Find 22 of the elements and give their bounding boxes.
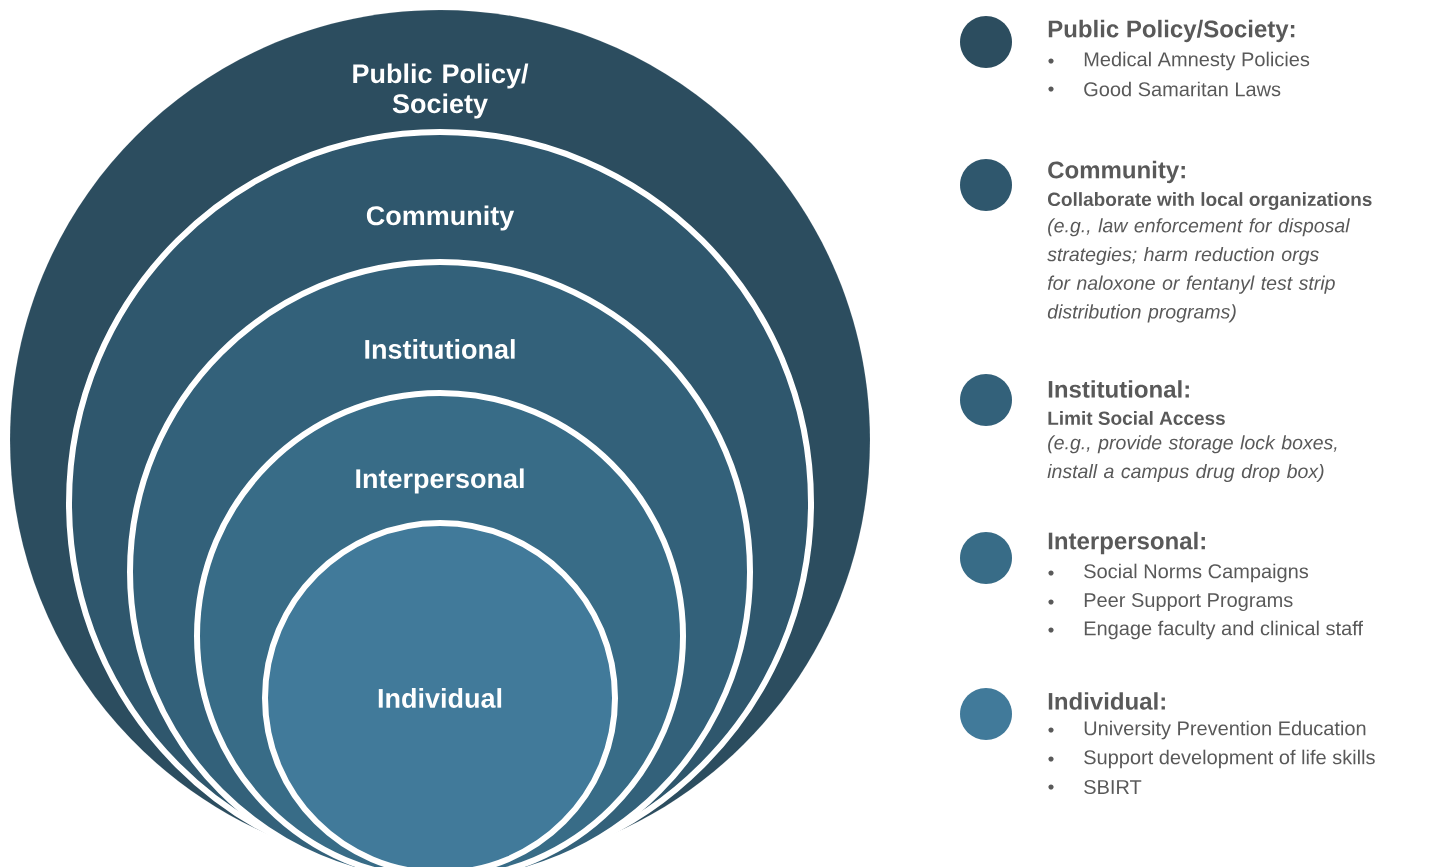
ring-label: Individual bbox=[378, 688, 502, 708]
heading: Public Policy/Society: bbox=[1048, 19, 1295, 43]
ring-label: Public Policy/ Society bbox=[353, 63, 529, 119]
list-item: Social Norms Campaigns bbox=[1048, 563, 1309, 583]
list-item: Support development of life skills bbox=[1048, 749, 1375, 769]
heading: Community: bbox=[1048, 160, 1185, 184]
list-item: Medical Amnesty Policies bbox=[1048, 51, 1310, 71]
list-item: SBIRT bbox=[1048, 779, 1142, 795]
list-item: University Prevention Education bbox=[1048, 720, 1366, 740]
heading: Interpersonal: bbox=[1048, 531, 1205, 555]
ring-label: Institutional bbox=[365, 339, 515, 359]
example-text: (e.g., provide storage lock boxes, install a campus drug drop box) bbox=[1047, 435, 1337, 483]
example-text: (e.g., law enforcement for disposal strategies; harm reduction orgs for naloxone or fentanyl test strip distribution programs) bbox=[1047, 218, 1350, 323]
ring-label: Interpersonal bbox=[356, 468, 524, 494]
heading: Individual: bbox=[1048, 692, 1165, 710]
list-item: Good Samaritan Laws bbox=[1048, 81, 1281, 97]
ring-label: Community bbox=[366, 205, 515, 231]
subheading: Collaborate with local organizations bbox=[1048, 192, 1372, 210]
list-item: Peer Support Programs bbox=[1048, 592, 1293, 612]
list-item: Engage faculty and clinical staff bbox=[1048, 620, 1363, 640]
subheading: Limit Social Access bbox=[1048, 411, 1225, 425]
heading: Institutional: bbox=[1048, 380, 1189, 398]
